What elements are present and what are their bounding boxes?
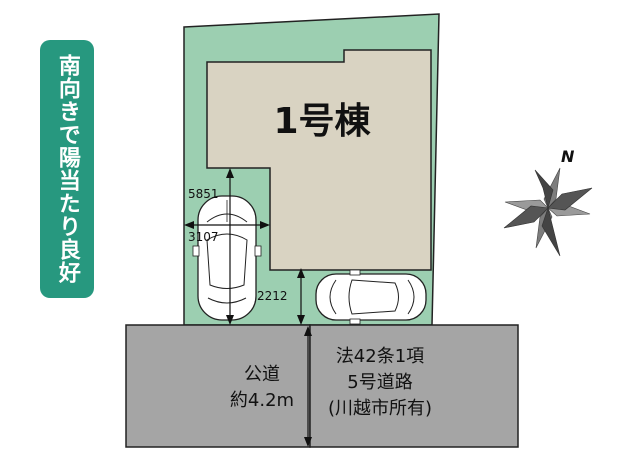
private-road-label-line3: (川越市所有) (328, 398, 432, 419)
dimension-parking-length (226, 168, 234, 325)
private-road-label-line1: 法42条1項 (336, 346, 424, 367)
compass-rose-icon (503, 167, 593, 257)
private-road (309, 324, 519, 448)
compass-north-label: N (561, 147, 575, 166)
car-horizontal-icon (315, 269, 427, 325)
public-road-label-line2: 約4.2m (230, 390, 294, 411)
public-road-label-line1: 公道 (244, 364, 280, 385)
building-label: 1号棟 (273, 101, 371, 142)
feature-badge-text: 南向きで陽当たり良好 (54, 54, 80, 284)
dimension-road-width (304, 326, 312, 447)
dimension-setback (297, 268, 305, 325)
private-road-label-line2: 5号道路 (347, 372, 412, 393)
dimension-parking-width-label: 3107 (188, 230, 219, 244)
dimension-parking-length-label: 5851 (188, 187, 219, 201)
dimension-setback-label: 2212 (257, 289, 288, 303)
public-road (125, 324, 311, 448)
dimension-parking-width (184, 221, 270, 229)
feature-badge: 南向きで陽当たり良好 (40, 40, 94, 298)
car-vertical-icon (192, 195, 262, 321)
building-1 (206, 49, 432, 271)
